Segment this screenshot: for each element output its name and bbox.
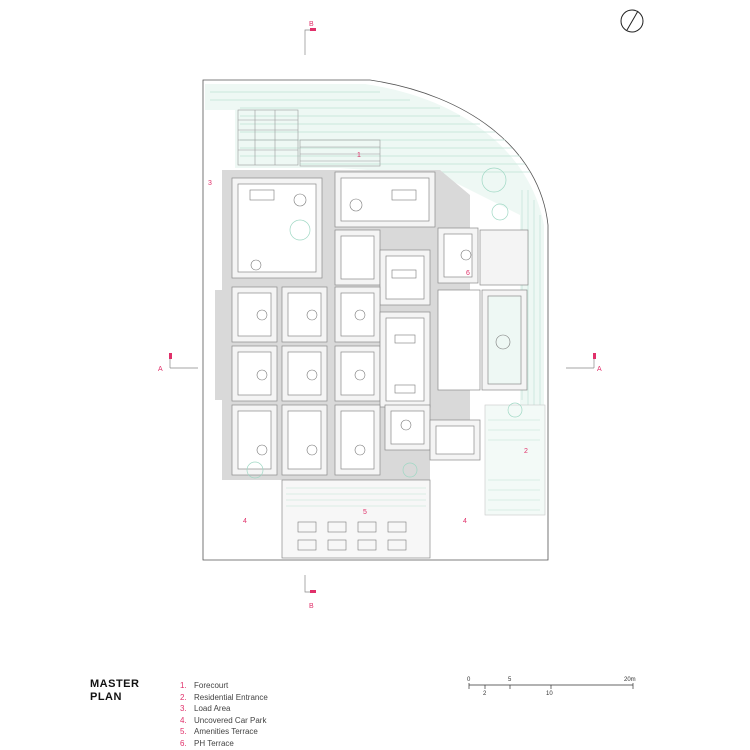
section-label-a-left: A [158,366,163,373]
legend-item: 2. Residential Entrance [180,692,268,704]
legend-item: 5. Amenities Terrace [180,726,268,738]
zone-label-3: 3 [208,180,212,187]
legend-item: 1. Forecourt [180,680,268,692]
section-marker-flags [169,28,596,593]
north-arrow-icon [620,9,644,33]
section-label-b-bottom: B [309,603,314,610]
forecourt-steps [237,109,381,167]
scale-bar [468,683,634,689]
legend-label: Uncovered Car Park [194,715,267,725]
master-plan-title: MASTER PLAN [90,678,139,704]
legend-number: 3. [180,704,187,713]
legend-item: 6. PH Terrace [180,738,268,750]
section-label-a-right: A [597,366,602,373]
furniture-layout [249,189,511,456]
zone-label-4-right: 4 [463,518,467,525]
residential-units [231,171,529,476]
legend-number: 2. [180,692,187,702]
legend-item: 3. Load Area [180,703,268,715]
residential-entrance-landscape [484,404,546,516]
scale-tick-20m: 20m [624,677,636,683]
title-line-1: MASTER [90,678,140,690]
zone-label-2: 2 [524,448,528,455]
tree-icons [246,167,523,479]
zone-label-6: 6 [466,270,470,277]
legend-number: 4. [180,715,187,725]
zone-label-5: 5 [363,509,367,516]
legend-item: 4. Uncovered Car Park [180,715,268,727]
zone-label-1: 1 [357,152,361,159]
legend-number: 6. [180,738,187,748]
legend-label: Forecourt [194,681,229,690]
scale-tick-10: 10 [546,691,553,697]
legend-label: Load Area [194,704,231,713]
scale-tick-5: 5 [508,677,512,683]
scale-tick-0: 0 [467,677,471,683]
legend-number: 1. [180,681,187,690]
legend-label: Amenities Terrace [194,727,258,736]
scale-tick-2: 2 [483,691,487,697]
legend-label: PH Terrace [194,738,234,748]
amenities-terrace [281,479,431,559]
legend: 1. Forecourt 2. Residential Entrance 3. Loa… [180,680,268,749]
section-label-b-top: B [309,21,314,28]
title-line-2: PLAN [90,691,122,703]
legend-number: 5. [180,727,187,736]
legend-label: Residential Entrance [194,692,268,702]
zone-label-4-left: 4 [243,518,247,525]
